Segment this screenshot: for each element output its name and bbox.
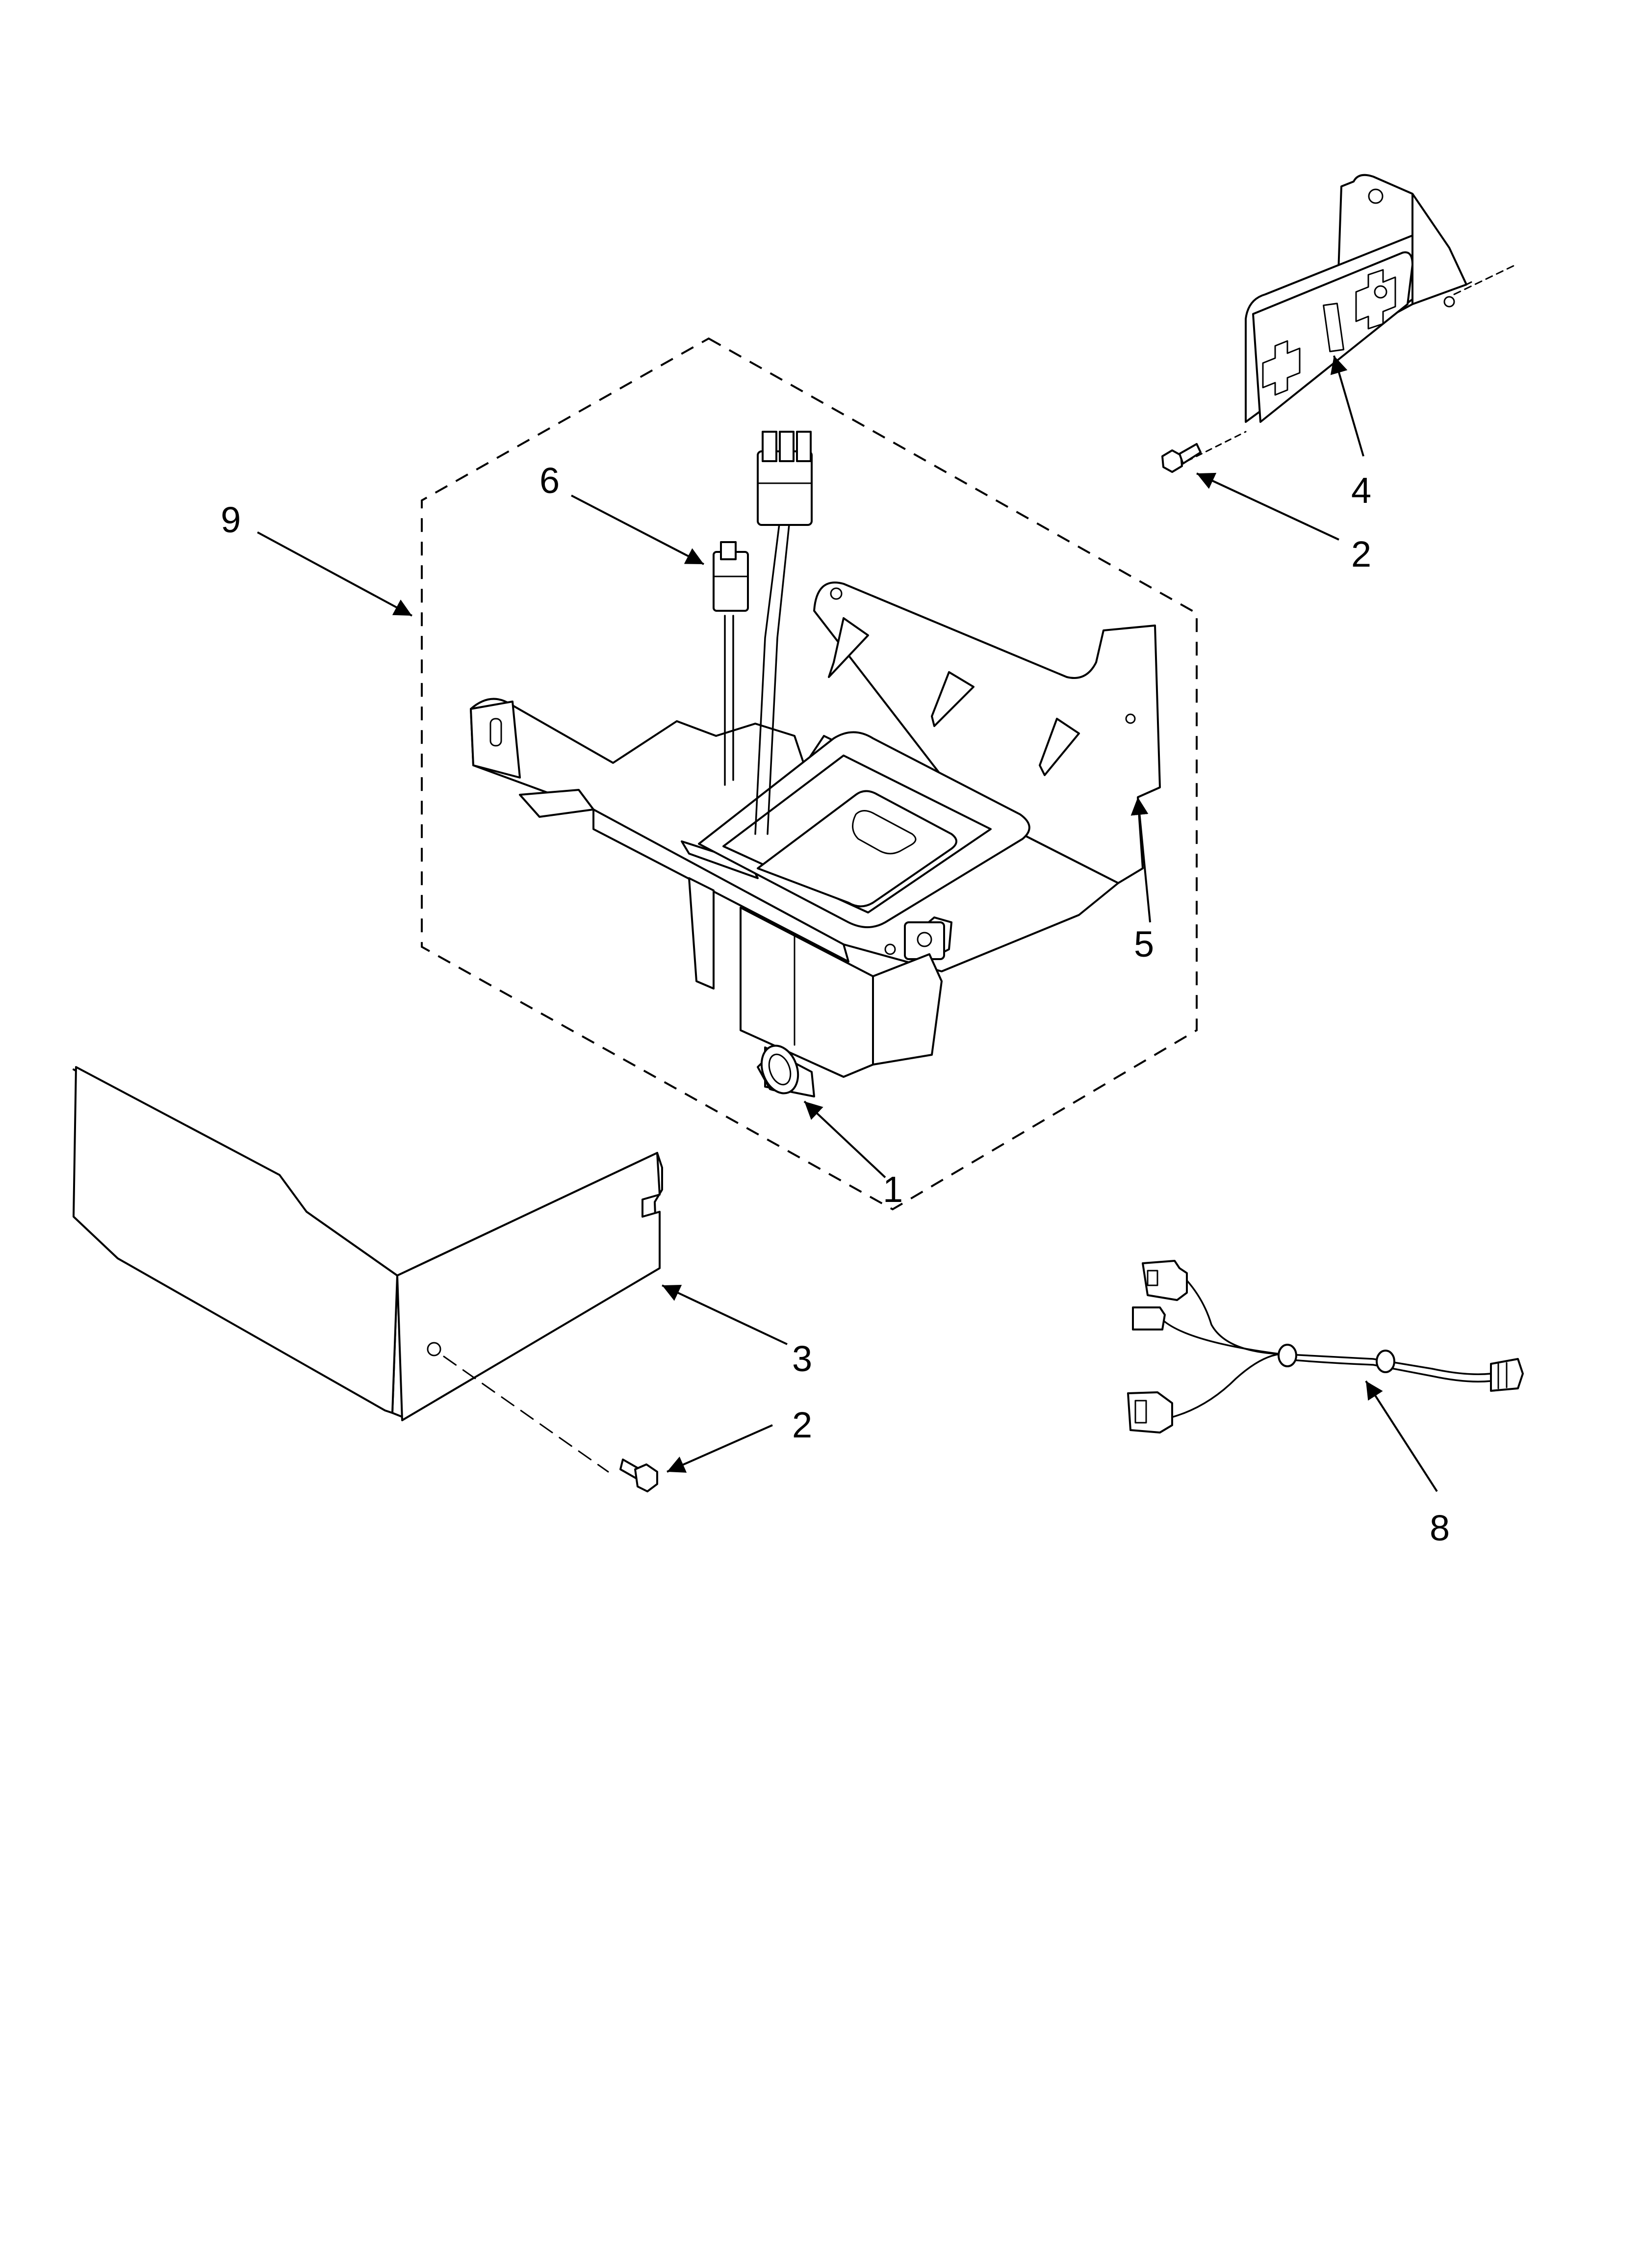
- callout-5: 5: [1134, 924, 1154, 965]
- callout-2-bottom: 2: [792, 1405, 812, 1445]
- wire-harness: [1127, 1260, 1524, 1434]
- callout-9: 9: [221, 499, 241, 540]
- assembly-boundary: [421, 337, 1198, 1211]
- screw-top: [1161, 431, 1247, 473]
- callout-8: 8: [1430, 1508, 1450, 1548]
- screw-bottom: [619, 1459, 658, 1492]
- cover-panel: [73, 1066, 663, 1473]
- callout-2-top: 2: [1351, 534, 1371, 574]
- callout-3: 3: [792, 1338, 812, 1379]
- callout-6: 6: [539, 460, 560, 501]
- leader-lines: [257, 355, 1438, 1492]
- callout-labels: 9 6 5 1 4 2 3 2 8: [221, 460, 1450, 1548]
- pump-wire-harness: [713, 431, 813, 835]
- pump-bracket-assembly: [470, 581, 1161, 1097]
- callout-4: 4: [1351, 470, 1371, 511]
- callout-1: 1: [883, 1169, 903, 1210]
- mounting-plate: [1245, 174, 1516, 423]
